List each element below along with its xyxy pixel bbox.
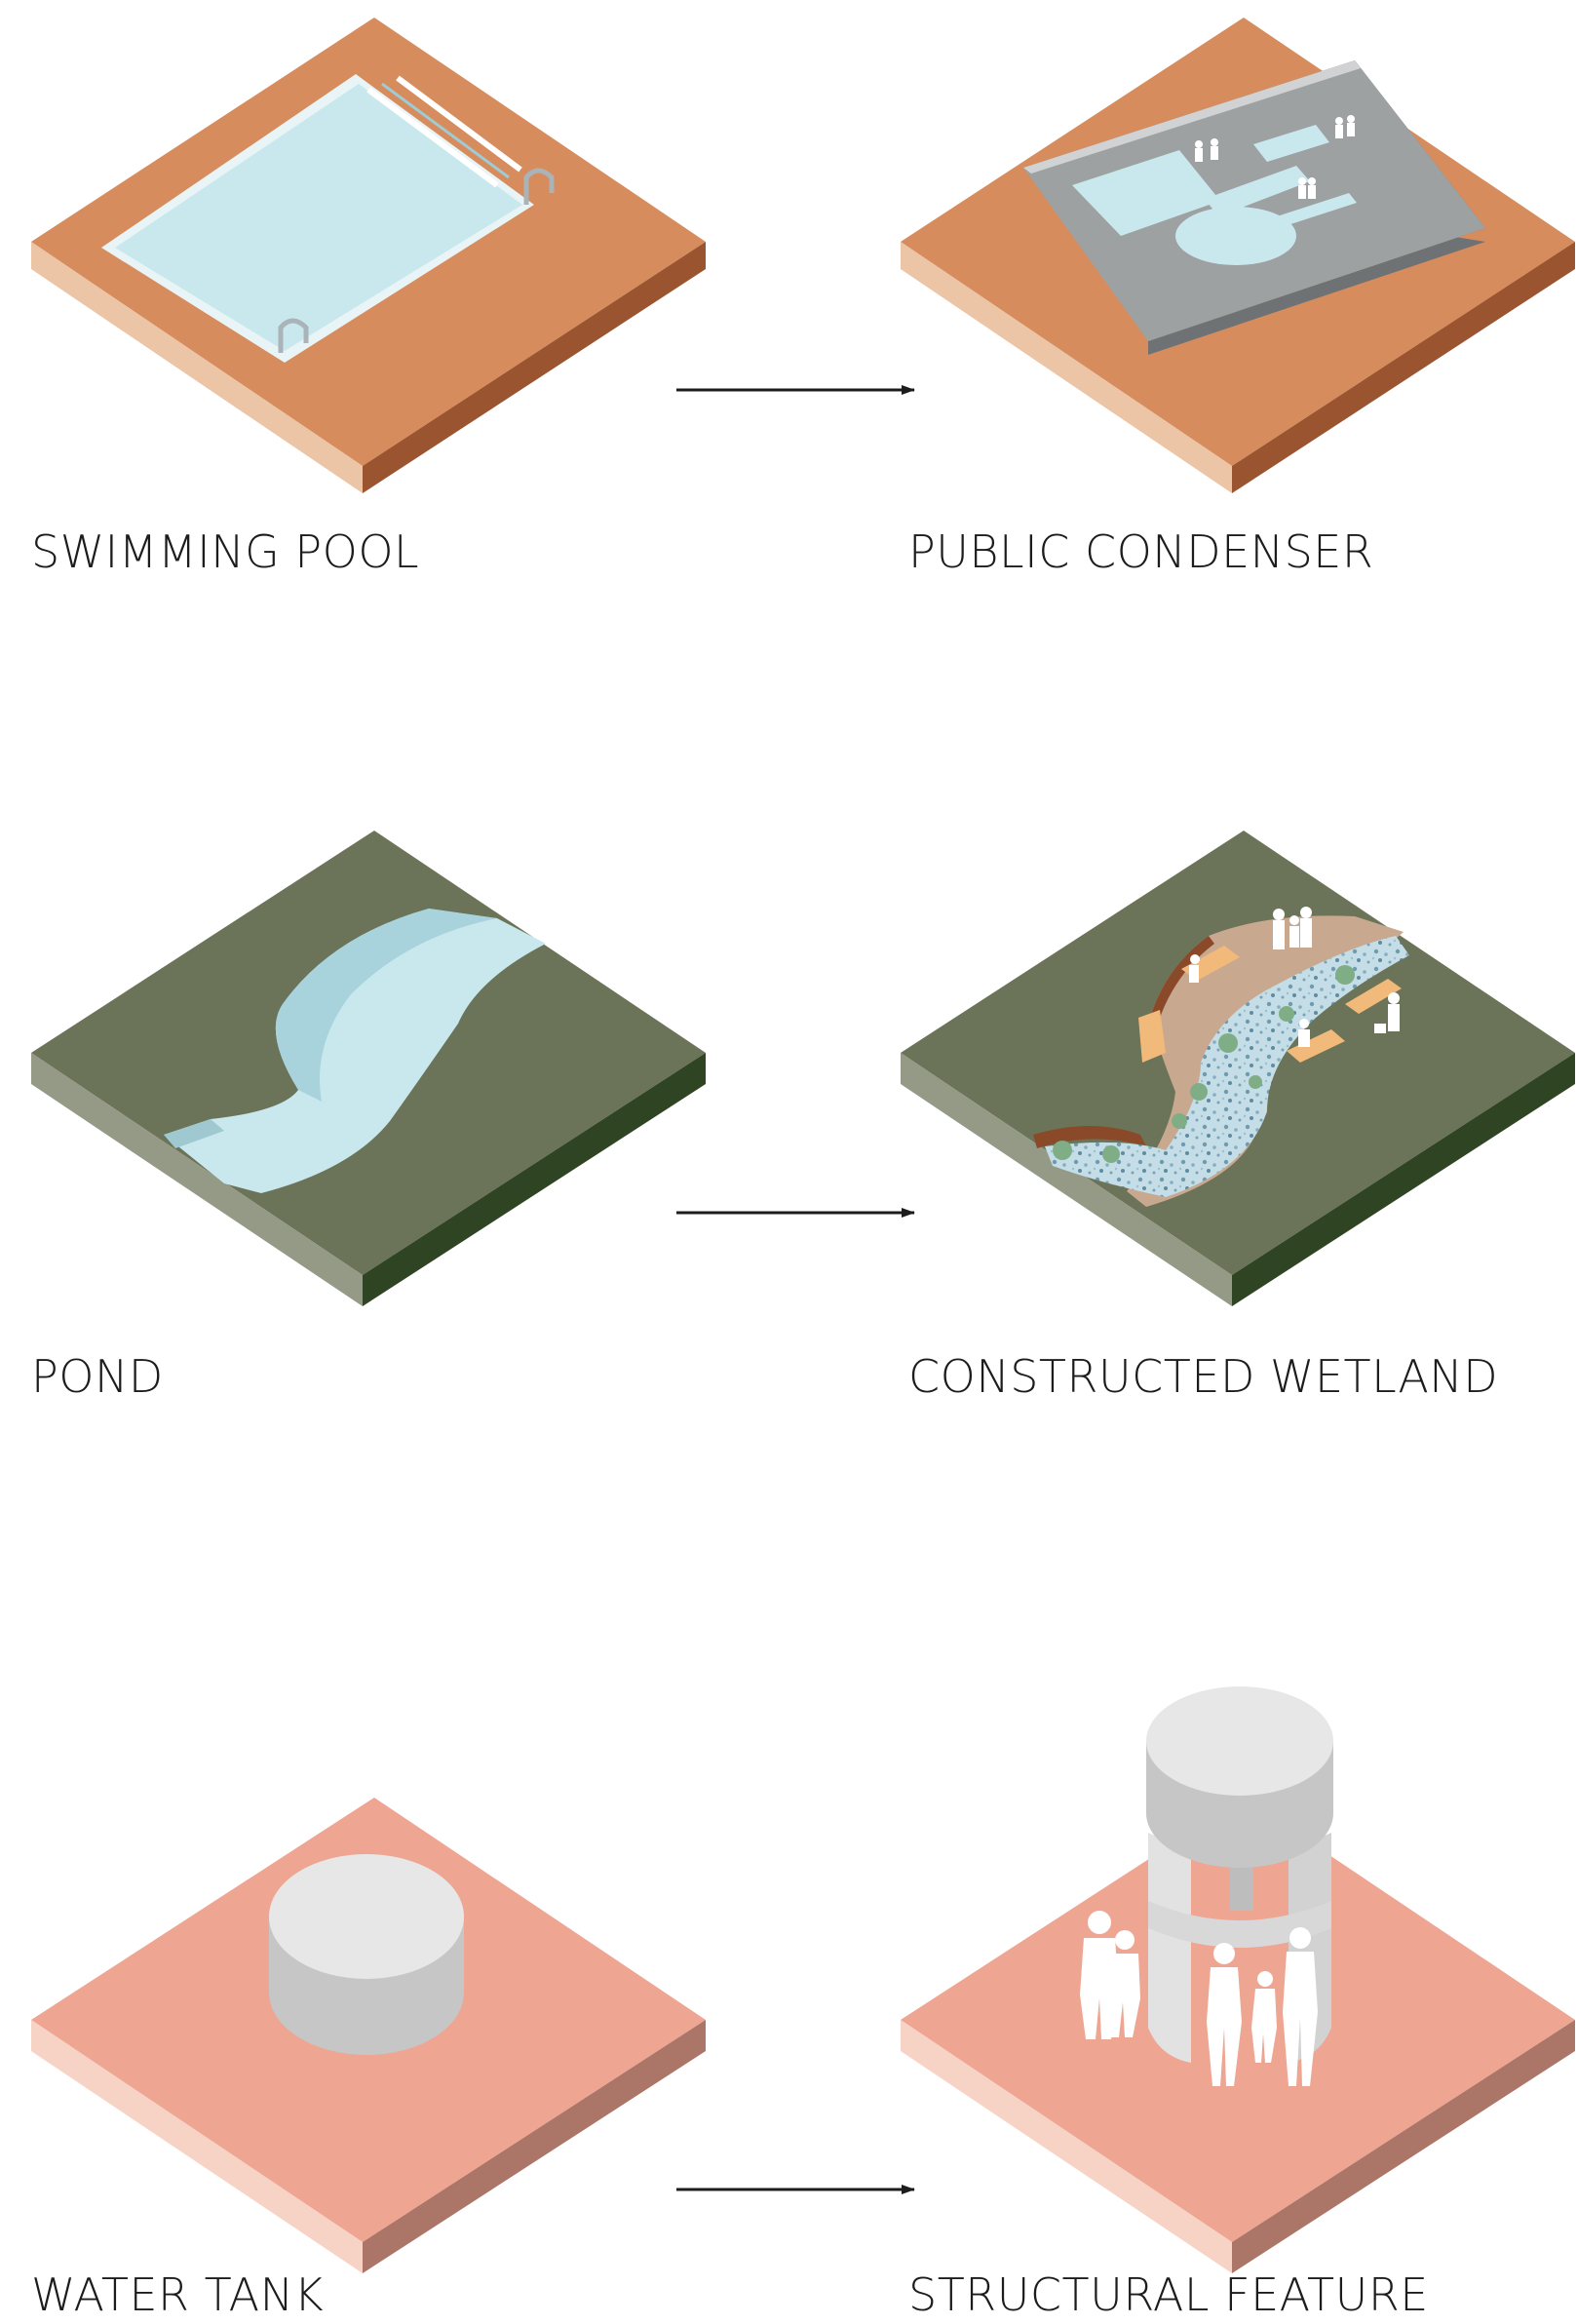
tank-top — [269, 1854, 464, 1979]
label-before: SWIMMING POOL — [31, 525, 419, 578]
label-after: PUBLIC CONDENSER — [908, 525, 1373, 578]
label-before: WATER TANK — [31, 2268, 324, 2321]
constructed-wetland-illustration — [901, 831, 1575, 1306]
structural-feature-illustration — [901, 1686, 1575, 2273]
public-condenser-illustration — [901, 18, 1575, 493]
label-after: STRUCTURAL FEATURE — [908, 2268, 1429, 2321]
water-tank-illustration — [31, 1798, 706, 2273]
pond-illustration — [31, 831, 706, 1306]
tank-top — [1146, 1686, 1333, 1796]
tower-column — [1148, 1833, 1191, 2063]
condenser-round-pool — [1175, 207, 1296, 265]
swimming-pool-illustration — [31, 18, 706, 493]
label-after: CONSTRUCTED WETLAND — [908, 1350, 1498, 1403]
label-before: POND — [31, 1350, 164, 1403]
